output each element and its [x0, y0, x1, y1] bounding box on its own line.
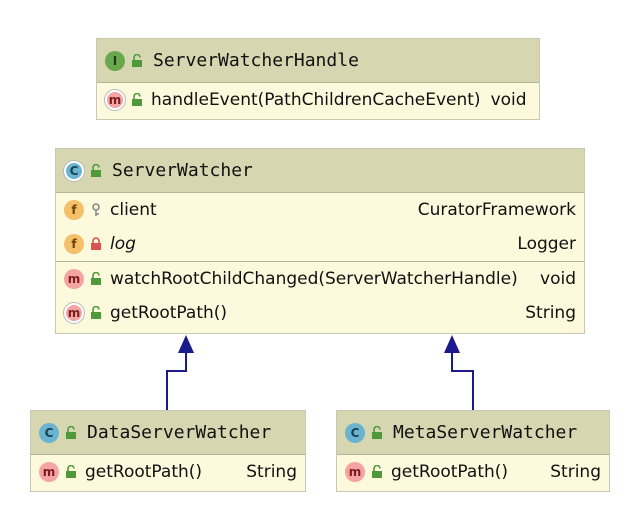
field-icon: f: [64, 200, 84, 220]
public-lock-open-icon: [131, 53, 143, 68]
class-name: MetaServerWatcher: [393, 422, 578, 443]
field-type: CuratorFramework: [417, 200, 576, 220]
class-box-server-watcher-handle[interactable]: I ServerWatcherHandle m handleEvent(Path…: [96, 38, 540, 120]
abstract-method-icon: m: [105, 90, 125, 110]
abstract-class-icon: C: [64, 160, 84, 181]
field-row[interactable]: f log Logger: [56, 227, 584, 261]
method-row[interactable]: m getRootPath() String: [337, 455, 609, 489]
field-row[interactable]: f client CuratorFramework: [56, 193, 584, 227]
method-icon: m: [64, 269, 84, 289]
class-header: I ServerWatcherHandle: [97, 39, 539, 83]
method-name: getRootPath(): [110, 303, 228, 323]
arrow-meta-to-server: [444, 335, 474, 410]
class-box-data-server-watcher[interactable]: C DataServerWatcher m getRootPath() Stri…: [30, 410, 306, 492]
methods-section: m watchRootChildChanged(ServerWatcherHan…: [56, 261, 584, 330]
method-return-type: void: [490, 90, 527, 110]
method-row[interactable]: m getRootPath() String: [31, 455, 305, 489]
class-name: DataServerWatcher: [87, 422, 272, 443]
package-private-key-icon: [90, 203, 102, 217]
class-name: ServerWatcher: [112, 160, 253, 181]
method-row[interactable]: m handleEvent(PathChildrenCacheEvent) vo…: [97, 83, 539, 117]
method-row[interactable]: m getRootPath() String: [56, 296, 584, 330]
public-lock-open-icon: [90, 306, 102, 320]
public-lock-open-icon: [131, 93, 143, 107]
public-lock-open-icon: [90, 163, 102, 178]
method-name: getRootPath(): [85, 462, 203, 482]
static-final-field-icon: f: [64, 234, 84, 254]
class-name: ServerWatcherHandle: [153, 50, 359, 71]
public-lock-open-icon: [90, 272, 102, 286]
method-return-type: String: [525, 303, 576, 323]
method-return-type: void: [540, 269, 576, 289]
field-name: log: [110, 234, 136, 254]
method-row[interactable]: m watchRootChildChanged(ServerWatcherHan…: [56, 262, 584, 296]
method-icon: m: [39, 462, 59, 482]
field-type: Logger: [517, 234, 576, 254]
field-name: client: [110, 200, 157, 220]
private-lock-icon: [90, 237, 102, 251]
fields-section: f client CuratorFramework f log Logger: [56, 193, 584, 261]
method-icon: m: [345, 462, 365, 482]
class-box-meta-server-watcher[interactable]: C MetaServerWatcher m getRootPath() Stri…: [336, 410, 610, 492]
method-name: watchRootChildChanged(ServerWatcherHandl…: [110, 269, 518, 289]
arrow-data-to-server: [166, 335, 194, 410]
public-lock-open-icon: [65, 465, 77, 479]
method-name: getRootPath(): [391, 462, 509, 482]
class-header: C DataServerWatcher: [31, 411, 305, 455]
abstract-method-icon: m: [64, 303, 84, 323]
public-lock-open-icon: [371, 425, 383, 440]
interface-icon: I: [105, 50, 125, 71]
class-header: C ServerWatcher: [56, 149, 584, 193]
public-lock-open-icon: [371, 465, 383, 479]
class-header: C MetaServerWatcher: [337, 411, 609, 455]
class-icon: C: [345, 422, 365, 443]
method-return-type: String: [550, 462, 601, 482]
class-icon: C: [39, 422, 59, 443]
public-lock-open-icon: [65, 425, 77, 440]
class-box-server-watcher[interactable]: C ServerWatcher f client CuratorFramewor…: [55, 148, 585, 334]
method-name: handleEvent(PathChildrenCacheEvent): [151, 90, 481, 110]
method-return-type: String: [246, 462, 297, 482]
